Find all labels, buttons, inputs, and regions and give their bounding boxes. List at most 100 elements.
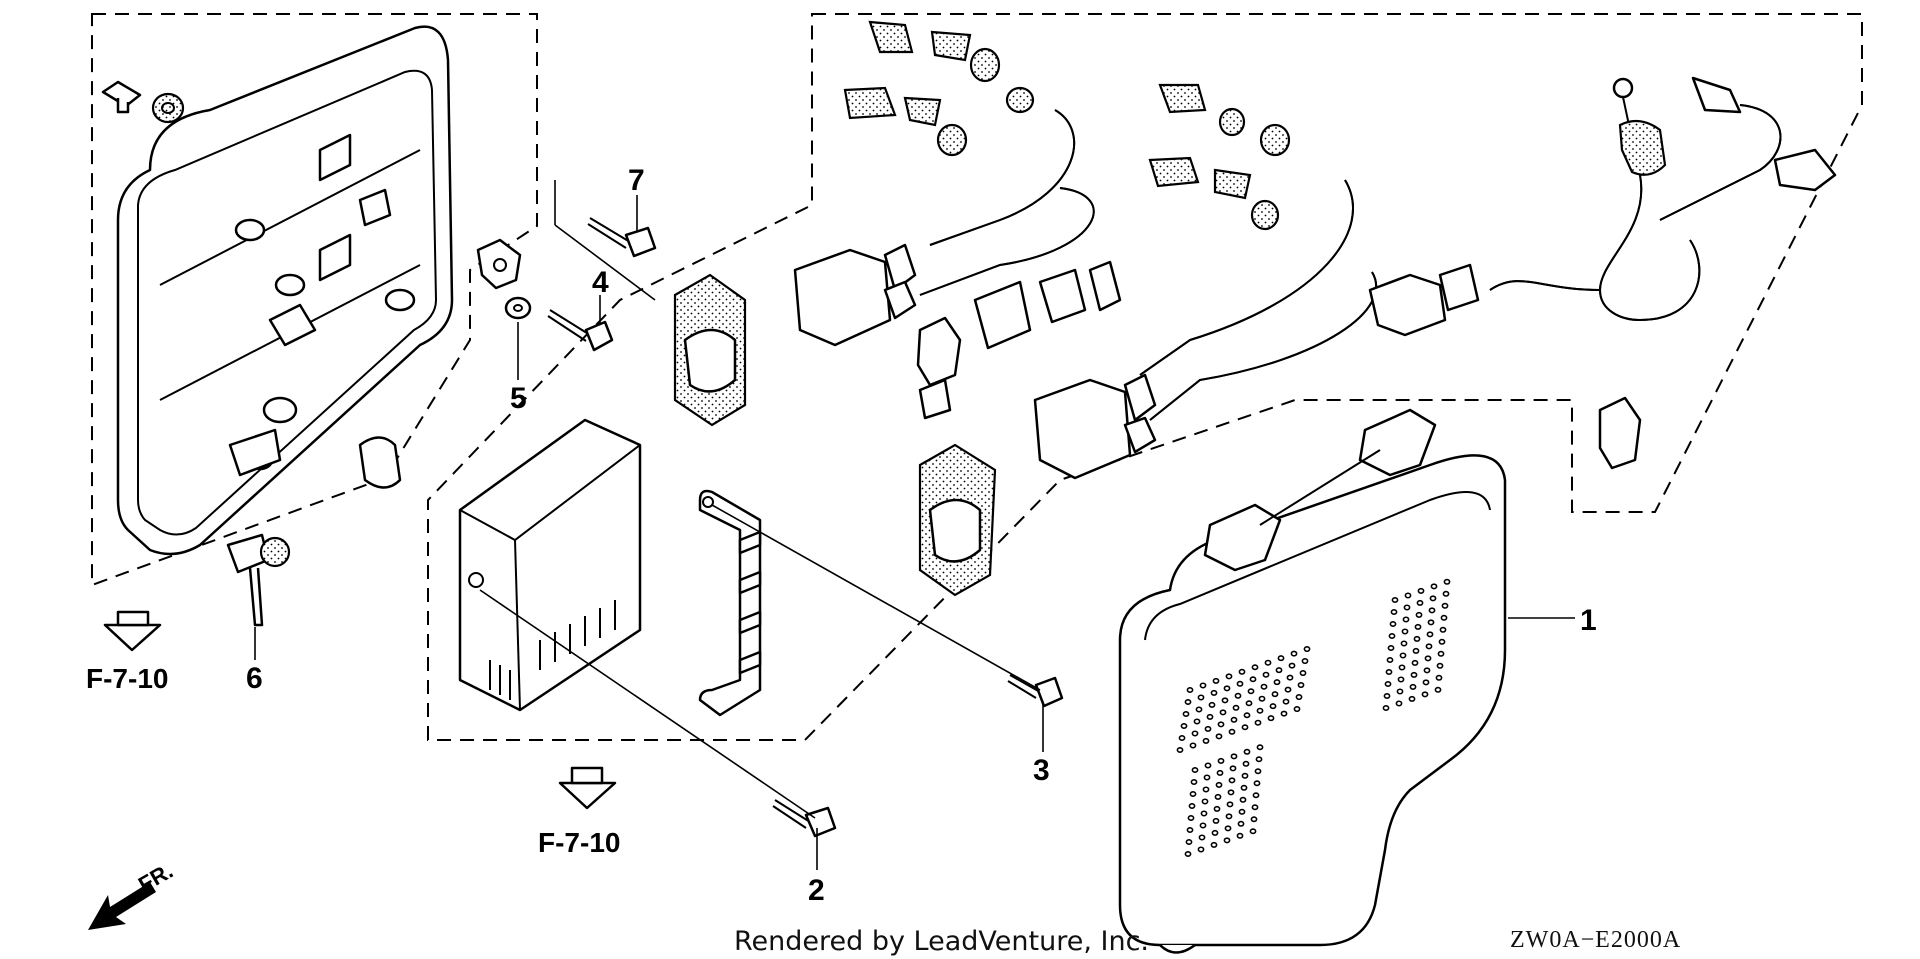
callout-5: 5 bbox=[510, 382, 527, 415]
vent-hole bbox=[1423, 667, 1431, 674]
vent-hole bbox=[1190, 778, 1198, 785]
vent-hole bbox=[1434, 686, 1442, 693]
vent-hole bbox=[1185, 838, 1193, 845]
vent-hole bbox=[1212, 817, 1220, 824]
vent-hole bbox=[1391, 596, 1399, 603]
vent-hole bbox=[1241, 724, 1249, 731]
vent-hole bbox=[1186, 686, 1194, 693]
vent-hole bbox=[1242, 760, 1250, 767]
vent-hole bbox=[1184, 850, 1192, 857]
vent-hole bbox=[1204, 762, 1212, 769]
vent-hole bbox=[1251, 664, 1259, 671]
vent-hole bbox=[1410, 671, 1418, 678]
vent-hole bbox=[1199, 682, 1207, 689]
vent-hole bbox=[1282, 698, 1290, 705]
mounting-bracket bbox=[698, 489, 762, 717]
vent-hole bbox=[1303, 646, 1311, 653]
vent-hole bbox=[1408, 695, 1416, 702]
vent-hole bbox=[1226, 801, 1234, 808]
vent-hole bbox=[1255, 756, 1263, 763]
vent-hole bbox=[1243, 712, 1251, 719]
vent-hole bbox=[1228, 728, 1236, 735]
sub-harness bbox=[1368, 76, 1837, 470]
reference-arrow-left bbox=[103, 610, 162, 652]
cover-screw bbox=[101, 80, 142, 114]
vent-hole bbox=[1428, 607, 1436, 614]
vent-hole bbox=[1290, 650, 1298, 657]
vent-hole bbox=[1189, 790, 1197, 797]
vent-hole bbox=[1213, 805, 1221, 812]
vent-hole bbox=[1402, 616, 1410, 623]
vent-hole bbox=[1216, 769, 1224, 776]
vent-hole bbox=[1273, 679, 1281, 686]
vent-hole bbox=[1299, 670, 1307, 677]
vent-hole bbox=[1384, 680, 1392, 687]
vent-hole bbox=[1223, 685, 1231, 692]
vent-hole bbox=[1415, 611, 1423, 618]
vent-hole bbox=[1439, 626, 1447, 633]
vent-hole bbox=[1212, 677, 1220, 684]
flange-bolt-7 bbox=[587, 217, 657, 258]
callout-3: 3 bbox=[1033, 754, 1050, 787]
vent-hole bbox=[1258, 695, 1266, 702]
vent-hole bbox=[1187, 814, 1195, 821]
vent-hole bbox=[1236, 680, 1244, 687]
vent-hole bbox=[1250, 816, 1258, 823]
vent-hole bbox=[1214, 793, 1222, 800]
vent-hole bbox=[1215, 733, 1223, 740]
vent-hole bbox=[1227, 789, 1235, 796]
flange-bolt-3 bbox=[1007, 674, 1064, 708]
reference-label-left: F-7-10 bbox=[86, 663, 168, 694]
vent-hole bbox=[1429, 595, 1437, 602]
vent-hole bbox=[1256, 744, 1264, 751]
vent-hole bbox=[1411, 659, 1419, 666]
vent-hole bbox=[1417, 587, 1425, 594]
vent-hole bbox=[1202, 786, 1210, 793]
vent-hole bbox=[1193, 718, 1201, 725]
vent-hole bbox=[1437, 650, 1445, 657]
vent-hole bbox=[1180, 722, 1188, 729]
spark-plug-caps bbox=[843, 20, 1252, 200]
vent-hole bbox=[1221, 697, 1229, 704]
vent-hole bbox=[1225, 673, 1233, 680]
vent-hole bbox=[1201, 798, 1209, 805]
vent-hole bbox=[1397, 676, 1405, 683]
vent-hole bbox=[1210, 689, 1218, 696]
ignition-coil-upper bbox=[793, 243, 917, 347]
vent-hole bbox=[1425, 643, 1433, 650]
vent-hole bbox=[1400, 640, 1408, 647]
cover-vent-holes bbox=[1176, 578, 1451, 857]
callout-1: 1 bbox=[1580, 604, 1597, 637]
vent-hole bbox=[1441, 602, 1449, 609]
vent-hole bbox=[1390, 608, 1398, 615]
vent-hole bbox=[1184, 698, 1192, 705]
vent-hole bbox=[1422, 679, 1430, 686]
vent-hole bbox=[1239, 796, 1247, 803]
vent-hole bbox=[1223, 837, 1231, 844]
vent-hole bbox=[1275, 667, 1283, 674]
vent-hole bbox=[1267, 715, 1275, 722]
flange-bolt-4 bbox=[547, 309, 614, 352]
callout-7: 7 bbox=[628, 164, 645, 197]
vent-hole bbox=[1182, 710, 1190, 717]
vent-hole bbox=[1388, 632, 1396, 639]
vent-hole bbox=[1229, 765, 1237, 772]
vent-hole bbox=[1262, 671, 1270, 678]
vent-hole bbox=[1204, 725, 1212, 732]
vent-hole bbox=[1383, 692, 1391, 699]
vent-hole bbox=[1197, 846, 1205, 853]
vent-hole bbox=[1414, 623, 1422, 630]
vent-hole bbox=[1243, 748, 1251, 755]
vent-hole bbox=[1186, 826, 1194, 833]
vent-hole bbox=[1395, 700, 1403, 707]
vent-hole bbox=[1427, 619, 1435, 626]
vent-hole bbox=[1234, 692, 1242, 699]
vent-hole bbox=[1253, 780, 1261, 787]
vent-hole bbox=[1224, 825, 1232, 832]
vent-hole bbox=[1178, 734, 1186, 741]
vent-hole bbox=[1191, 766, 1199, 773]
vent-hole bbox=[1260, 683, 1268, 690]
vent-hole bbox=[1295, 694, 1303, 701]
vent-hole bbox=[1387, 644, 1395, 651]
